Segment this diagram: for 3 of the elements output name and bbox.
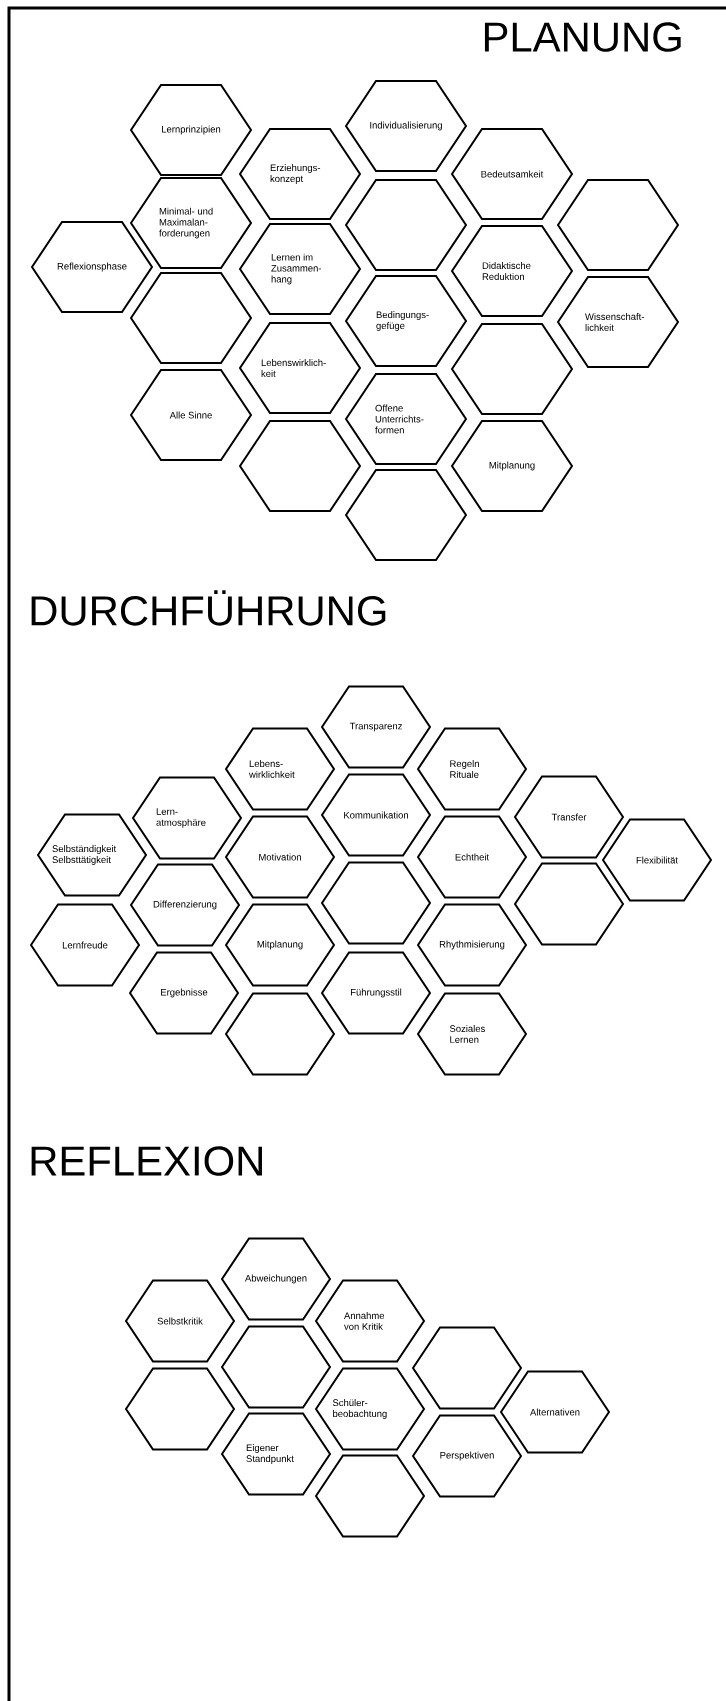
section-heading: PLANUNG <box>484 22 681 52</box>
section-heading: DURCHFÜHRUNG <box>31 590 386 626</box>
section-heading: REFLEXION <box>31 1146 262 1176</box>
